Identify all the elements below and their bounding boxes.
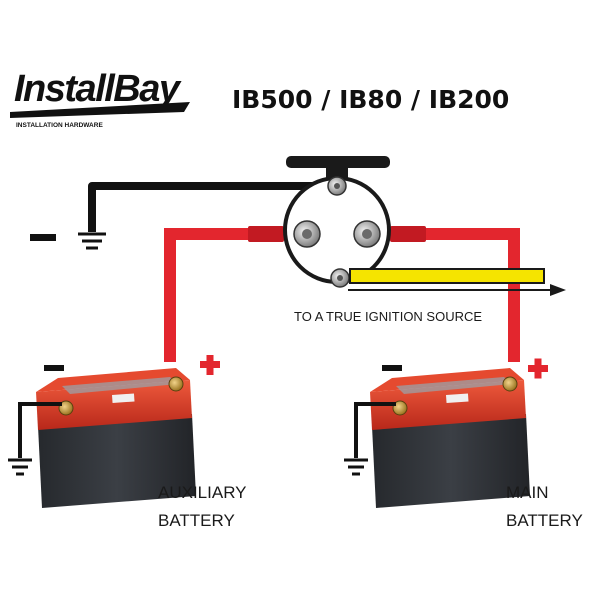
auxiliary-battery: [8, 368, 196, 508]
main-battery: [344, 368, 530, 508]
aux-battery-label-line2: BATTERY: [158, 511, 235, 530]
battery-isolator-solenoid: [283, 156, 391, 288]
logo-text: InstallBay: [14, 68, 182, 110]
aux-positive-wire: [164, 226, 305, 362]
arrow-right-icon: [550, 284, 566, 296]
ignition-label: TO A TRUE IGNITION SOURCE: [294, 309, 482, 324]
ground-minus-sign: [30, 234, 56, 241]
main-negative-terminal: [392, 400, 408, 416]
main-battery-label-line1: MAIN: [506, 483, 549, 502]
ground-wire: [78, 182, 330, 250]
main-battery-label-line2: BATTERY: [506, 511, 583, 530]
main-minus-sign: [382, 365, 402, 371]
aux-plus-sign: [200, 355, 220, 375]
aux-positive-terminal: [168, 376, 184, 392]
aux-battery-label-line1: AUXILIARY: [158, 483, 247, 502]
main-positive-wire: [368, 226, 520, 362]
main-plus-sign: [528, 358, 548, 379]
logo-swoosh: [10, 102, 190, 118]
ignition-wire: [348, 268, 566, 296]
aux-minus-sign: [44, 365, 64, 371]
page-title: IB500 / IB80 / IB200: [232, 85, 509, 114]
aux-negative-terminal: [58, 400, 74, 416]
logo-tagline: INSTALLATION HARDWARE: [16, 122, 103, 129]
installbay-logo: InstallBay INSTALLATION HARDWARE: [10, 68, 190, 129]
main-positive-terminal: [502, 376, 518, 392]
